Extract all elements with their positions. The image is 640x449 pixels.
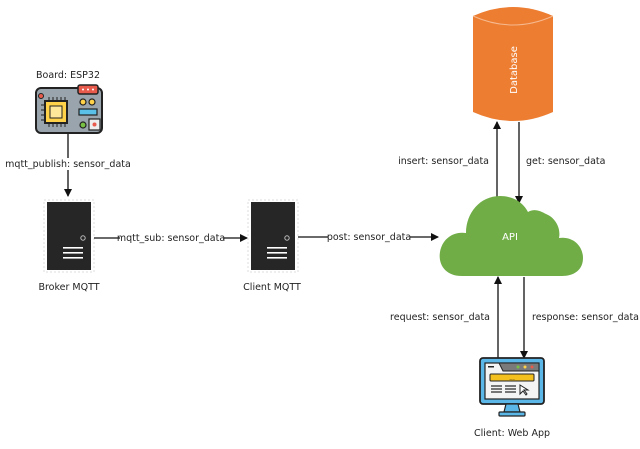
database-cylinder-icon	[472, 7, 554, 121]
api-label: API	[502, 232, 518, 243]
web-app-monitor-icon: ...	[479, 357, 545, 417]
board-label: Board: ESP32	[36, 70, 100, 81]
webapp-searchbar-text: ...	[509, 375, 515, 382]
broker-label: Broker MQTT	[38, 282, 99, 293]
client-mqtt-label: Client MQTT	[243, 282, 301, 293]
esp32-board-icon	[35, 84, 103, 134]
insert-edge-label: insert: sensor_data	[398, 156, 489, 167]
request-edge-label: request: sensor_data	[390, 312, 490, 323]
database-label: Database	[509, 46, 520, 94]
api-cloud-icon	[439, 196, 583, 276]
broker-server-icon	[43, 199, 95, 273]
webapp-label: Client: Web App	[474, 428, 550, 439]
post-edge-label: post: sensor_data	[327, 232, 411, 243]
publish-edge-label: mqtt_publish: sensor_data	[5, 159, 131, 170]
client-mqtt-server-icon	[247, 199, 299, 273]
sub-edge-label: mqtt_sub: sensor_data	[117, 233, 225, 244]
response-edge-label: response: sensor_data	[532, 312, 639, 323]
get-edge-label: get: sensor_data	[526, 156, 605, 167]
